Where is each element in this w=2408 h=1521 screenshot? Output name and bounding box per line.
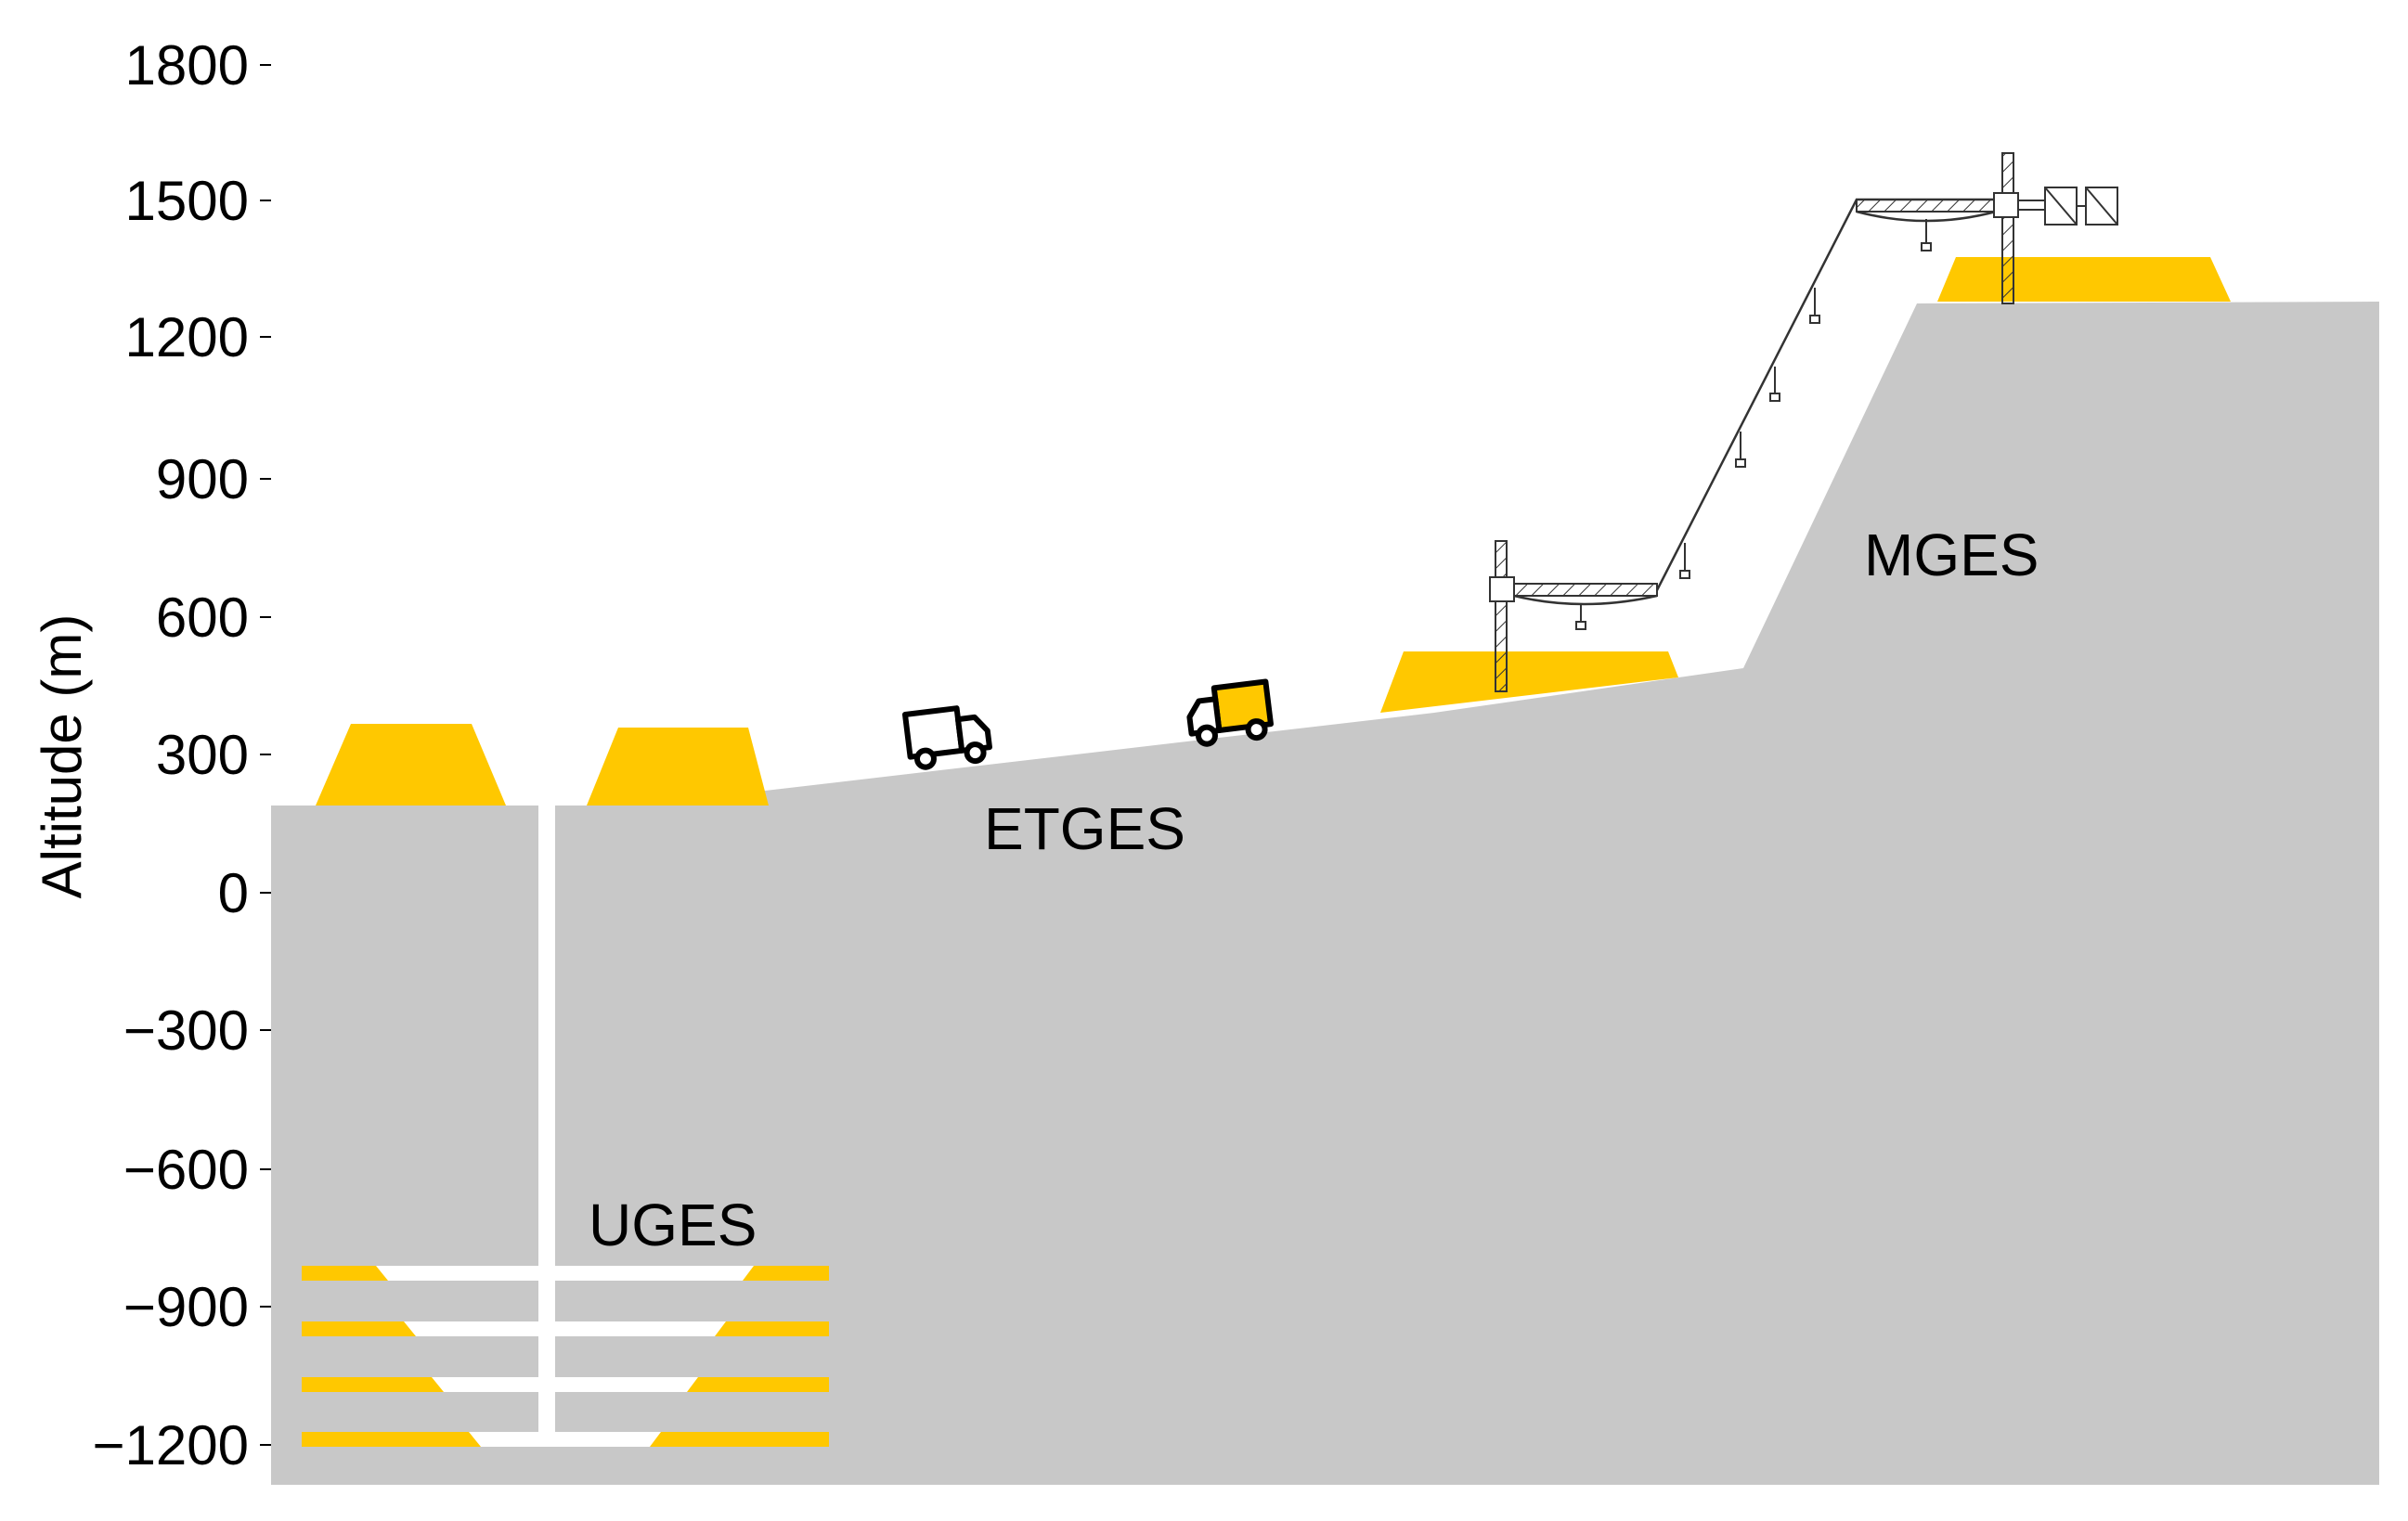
label-etges: ETGES <box>984 795 1185 862</box>
underground-level-3 <box>302 1377 829 1392</box>
truck-icon <box>902 705 992 770</box>
label-uges: UGES <box>589 1192 757 1258</box>
y-tick-1200: 1200 <box>125 306 271 368</box>
storage-pile-left-2 <box>587 728 769 806</box>
y-tick-1800: 1800 <box>125 34 271 97</box>
y-tick-300: 300 <box>156 724 271 786</box>
storage-pile-mountain <box>1937 257 2231 302</box>
y-axis-title: Altitude (m) <box>31 614 93 899</box>
storage-pile-left-1 <box>316 724 506 806</box>
underground-level-4 <box>302 1432 829 1447</box>
y-tick-minus-600: −600 <box>123 1139 271 1201</box>
y-tick-minus-1200: −1200 <box>92 1414 271 1476</box>
y-tick-minus-900: −900 <box>123 1276 271 1338</box>
storage-pile-middle <box>1380 651 1678 713</box>
y-tick-label: 0 <box>218 862 249 924</box>
y-tick-label: 1500 <box>125 170 249 232</box>
underground-level-2 <box>302 1321 829 1336</box>
y-tick-label: −600 <box>123 1139 249 1201</box>
y-tick-label: 1800 <box>125 34 249 97</box>
y-tick-label: −1200 <box>92 1414 249 1476</box>
y-tick-label: 600 <box>156 586 249 649</box>
y-tick-label: −900 <box>123 1276 249 1338</box>
y-tick-900: 900 <box>156 448 271 510</box>
y-tick-label: −300 <box>123 999 249 1062</box>
y-tick-minus-300: −300 <box>123 999 271 1062</box>
y-tick-label: 1200 <box>125 306 249 368</box>
truck-loaded-icon <box>1186 678 1274 747</box>
label-mges: MGES <box>1864 522 2039 588</box>
mine-shaft <box>538 806 555 1437</box>
y-tick-0: 0 <box>218 862 271 924</box>
y-tick-label: 900 <box>156 448 249 510</box>
underground-levels <box>302 1266 829 1447</box>
y-tick-600: 600 <box>156 586 271 649</box>
cable-car-icon <box>1856 152 2118 304</box>
y-tick-1500: 1500 <box>125 170 271 232</box>
y-tick-label: 300 <box>156 724 249 786</box>
underground-level-1 <box>302 1266 829 1281</box>
terrain <box>271 302 2379 1485</box>
y-axis: 1800 1500 1200 900 600 300 0 −300 −600 −… <box>31 34 271 1476</box>
